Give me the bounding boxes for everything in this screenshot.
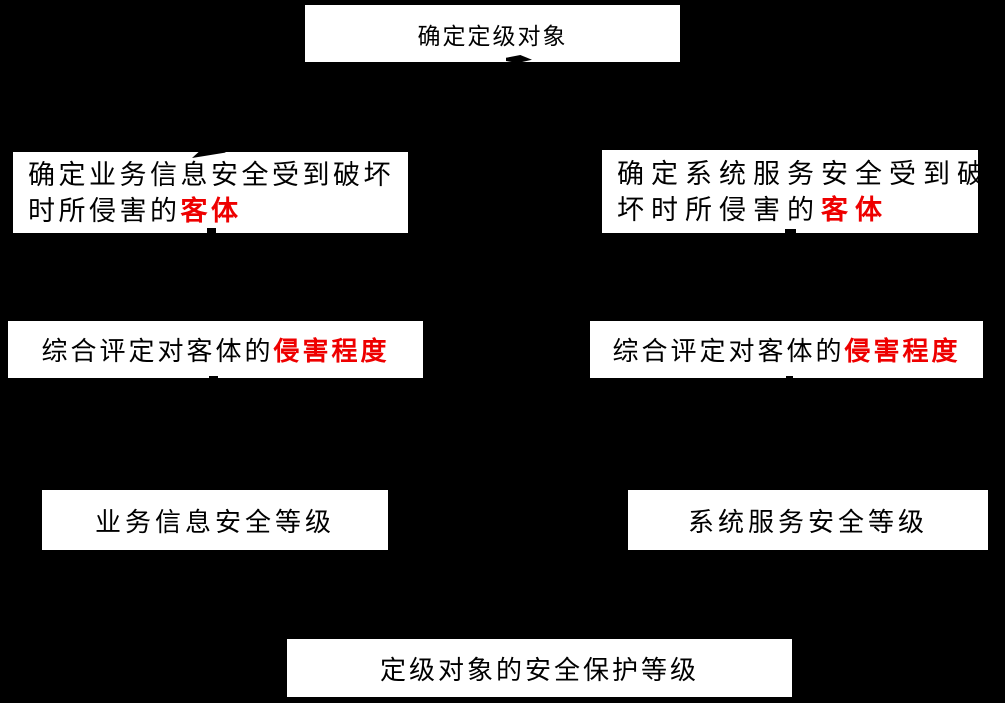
box-label: 综合评定对客体的侵害程度 [612, 331, 960, 368]
box-label: 确定定级对象 [417, 23, 568, 49]
highlighted-term: 侵害程度 [844, 337, 961, 366]
flow-box-business-info-security-level: 业务信息安全等级 [42, 490, 388, 550]
flow-box-system-service-object-harmed: 确定系统服务安全受到破 坏时所侵害的客体 [602, 150, 984, 233]
text-segment: 确定业务信息安全受到破坏 [28, 159, 394, 190]
arrow-line-fragment [785, 229, 796, 234]
flow-box-system-service-security-level: 系统服务安全等级 [628, 490, 988, 550]
box-label: 业务信息安全等级 [94, 507, 335, 537]
arrow-line-fragment [207, 228, 216, 234]
box-label-line1: 确定业务信息安全受到破坏 [28, 157, 394, 193]
arrow-line-fragment [786, 376, 793, 381]
flow-box-determine-grading-object: 确定定级对象 [305, 5, 680, 62]
text-segment: 综合评定对客体的 [612, 337, 845, 366]
highlighted-term: 侵害程度 [273, 337, 390, 366]
box-label-line2: 坏时所侵害的客体 [617, 192, 889, 228]
box-label: 综合评定对客体的侵害程度 [41, 331, 389, 368]
text-segment: 确定系统服务安全受到破 [617, 158, 991, 189]
box-label-line2: 时所侵害的客体 [28, 193, 242, 229]
highlighted-term: 客体 [180, 195, 242, 226]
box-label: 定级对象的安全保护等级 [379, 655, 699, 685]
box-label: 系统服务安全等级 [687, 507, 928, 537]
flow-box-assess-harm-degree-left: 综合评定对客体的侵害程度 [8, 321, 423, 378]
arrowhead-right-icon [506, 55, 532, 63]
box-label-line1: 确定系统服务安全受到破 [617, 156, 991, 192]
text-segment: 综合评定对客体的 [41, 337, 274, 366]
arrow-line-fragment [209, 376, 218, 382]
flow-box-business-info-object-harmed: 确定业务信息安全受到破坏 时所侵害的客体 [13, 152, 408, 233]
text-segment: 时所侵害的 [28, 195, 181, 226]
flow-box-assess-harm-degree-right: 综合评定对客体的侵害程度 [590, 321, 983, 378]
flow-box-protection-level-result: 定级对象的安全保护等级 [287, 639, 792, 697]
text-segment: 坏时所侵害的 [617, 194, 821, 225]
highlighted-term: 客体 [821, 194, 889, 225]
